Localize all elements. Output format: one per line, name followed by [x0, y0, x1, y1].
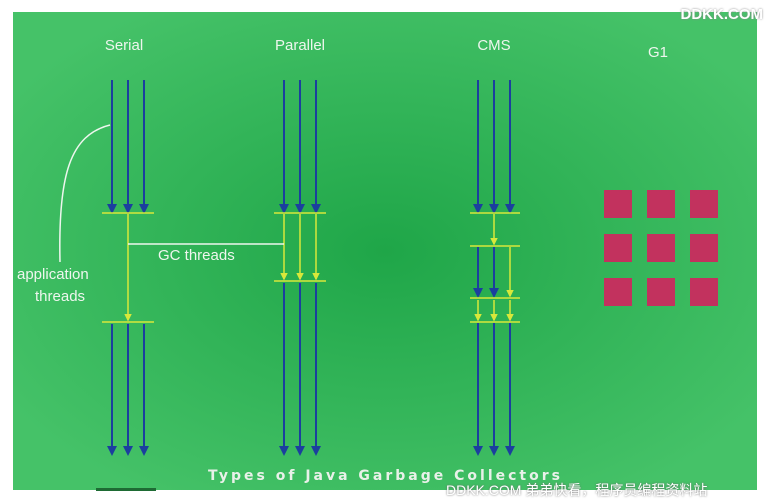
column-title-cms: CMS [477, 37, 511, 54]
application-threads-label-line1: application [17, 266, 89, 283]
application-threads-label-line2: threads [35, 288, 86, 305]
g1-region-1-1 [604, 190, 632, 218]
g1-region-1-3 [690, 190, 718, 218]
g1-region-3-3 [690, 278, 718, 306]
diagram-caption: Types of Java Garbage Collectors [208, 468, 563, 484]
background-panel [13, 12, 757, 490]
g1-region-2-2 [647, 234, 675, 262]
application-threads-pointer [59, 124, 111, 263]
column-title-g1: G1 [647, 44, 669, 61]
g1-region-1-2 [647, 190, 675, 218]
g1-region-3-1 [604, 278, 632, 306]
column-title-serial: Serial [104, 37, 144, 54]
watermark-bottom: DDKK.COM 弟弟快看，程序员编程资料站 [446, 482, 708, 498]
g1-region-2-3 [690, 234, 718, 262]
g1-region-2-1 [604, 234, 632, 262]
g1-region-3-2 [647, 278, 675, 306]
gc-threads-label: GC threads [158, 247, 235, 264]
watermark-top: DDKK.COM [680, 6, 764, 23]
bottom-edge-mark [96, 488, 156, 491]
column-title-parallel: Parallel [274, 37, 326, 54]
